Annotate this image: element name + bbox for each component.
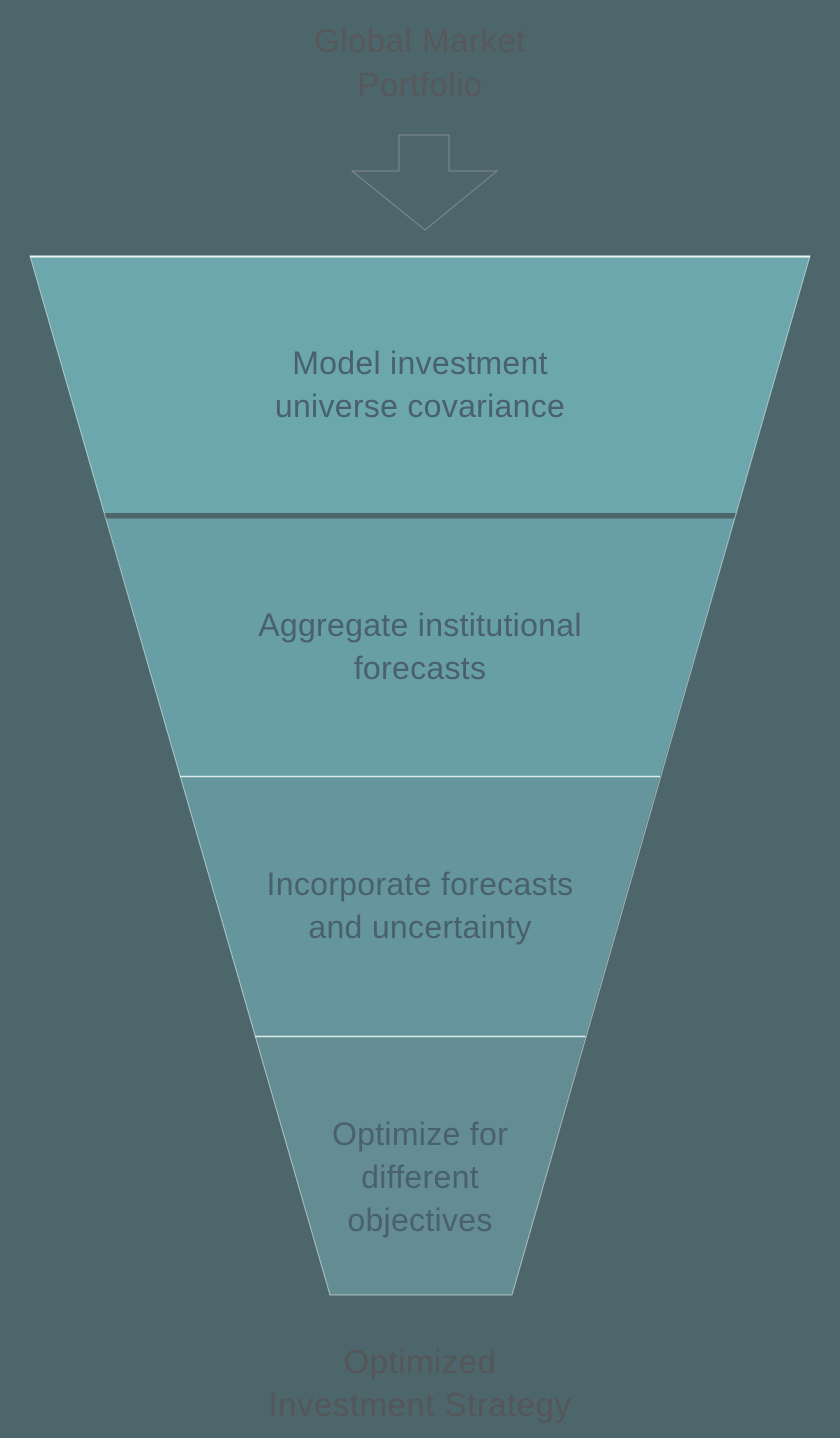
down-arrow-icon <box>350 134 499 231</box>
funnel-stage-1-shape <box>30 256 810 513</box>
diagram-footer-line-2: Investment Strategy <box>268 1386 572 1423</box>
down-arrow-outline <box>350 134 499 231</box>
funnel-stage-3-shape <box>180 776 660 1036</box>
diagram-title: Global Market Portfolio <box>0 19 840 107</box>
funnel-stage-4-shape <box>255 1036 586 1295</box>
diagram-footer-line-1: Optimized <box>343 1343 497 1380</box>
diagram-title-line-1: Global Market <box>314 22 526 59</box>
diagram-footer: Optimized Investment Strategy <box>0 1340 840 1426</box>
funnel-stage-2-shape <box>106 518 735 776</box>
diagram-title-line-2: Portfolio <box>357 66 483 103</box>
